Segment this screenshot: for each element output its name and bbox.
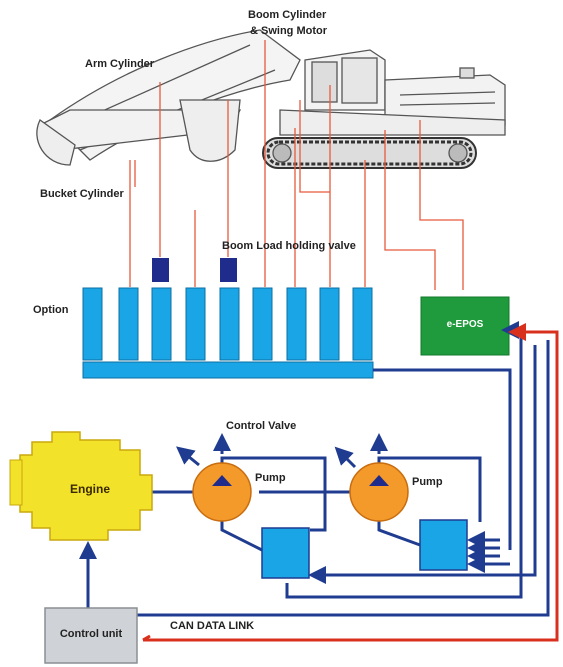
epos-box [420, 296, 510, 356]
valve-spool [319, 287, 340, 361]
swing-motor-label: & Swing Motor [250, 25, 327, 37]
can-data-link-line [142, 323, 559, 642]
signal-lines [129, 40, 464, 290]
valve-manifold [82, 361, 374, 379]
hydraulic-lines [79, 321, 550, 617]
pump-left-label: Pump [255, 472, 286, 484]
valve-spool [286, 287, 307, 361]
valve-spool [185, 287, 206, 361]
arm-cylinder-label: Arm Cylinder [85, 58, 155, 70]
valve-spool-bank [82, 287, 374, 379]
pump-icon [192, 462, 252, 522]
pump-icon [349, 462, 409, 522]
control-unit-label: Control unit [59, 628, 123, 640]
pump-right-label: Pump [412, 476, 443, 488]
control-unit-box [44, 607, 138, 664]
valve-spool [82, 287, 103, 361]
holding-valve-left [152, 258, 169, 282]
boom-load-holding-valve-label: Boom Load holding valve [222, 240, 356, 252]
valve-spool [352, 287, 373, 361]
epos-label: e-EPOS [446, 319, 484, 330]
option-label: Option [33, 304, 69, 316]
engine-label: Engine [69, 482, 110, 496]
valve-spool [118, 287, 139, 361]
valve-spool [219, 287, 240, 361]
regulator-box-left [261, 527, 310, 579]
boom-cylinder-label: Boom Cylinder [248, 9, 327, 21]
excavator-drawing [36, 29, 506, 169]
holding-valve-right [220, 258, 237, 282]
control-valve-label: Control Valve [226, 420, 297, 432]
bucket-cylinder-label: Bucket Cylinder [40, 188, 124, 200]
valve-spool [151, 287, 172, 361]
engine-icon [9, 431, 153, 541]
regulator-box-right [419, 519, 468, 571]
valve-spool [252, 287, 273, 361]
can-data-link-label: CAN DATA LINK [170, 620, 255, 632]
